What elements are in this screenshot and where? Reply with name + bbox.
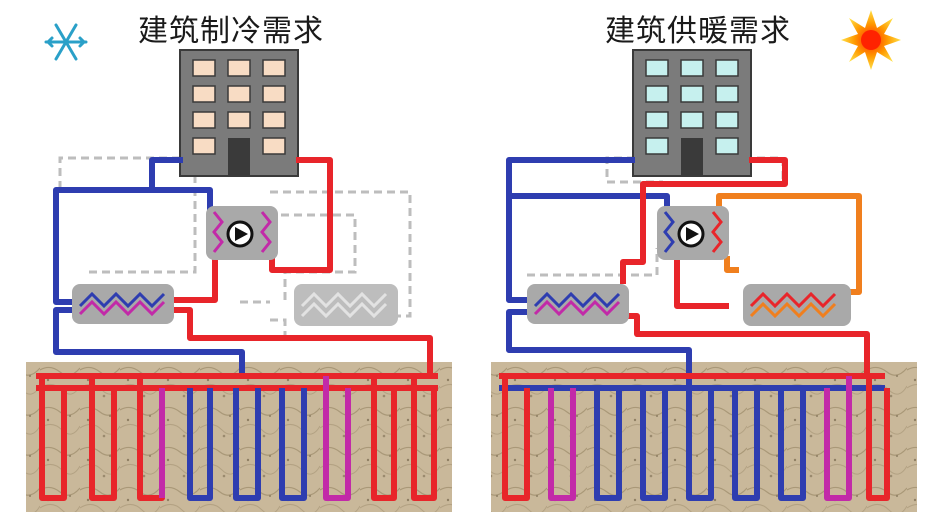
heat-exchanger-inactive [294,284,398,326]
panel-title-heating: 建筑供暖需求 [605,14,791,49]
heat-exchanger-building [743,284,851,326]
sun-icon [841,10,901,70]
hot-pipes [620,157,870,378]
heat-exchanger-active [72,284,174,324]
hot-pipes [172,157,433,376]
cooling-diagram [26,23,452,512]
snowflake-icon [44,23,88,61]
compressor-unit [657,206,729,260]
cold-pipes [53,157,245,378]
building [179,49,299,177]
building [632,49,752,177]
orange-pipes [716,193,862,295]
heating-diagram [491,10,917,512]
panel-title-cooling: 建筑制冷需求 [138,14,324,49]
ground [491,362,917,512]
ground-loops [39,376,437,501]
heating-panel: 建筑供暖需求 [467,0,934,512]
heat-exchanger-ground [527,284,629,324]
cooling-panel: 建筑制冷需求 [26,14,452,512]
inactive-pipes [58,156,412,338]
ground-loops [502,376,890,501]
compressor-unit [206,206,278,260]
